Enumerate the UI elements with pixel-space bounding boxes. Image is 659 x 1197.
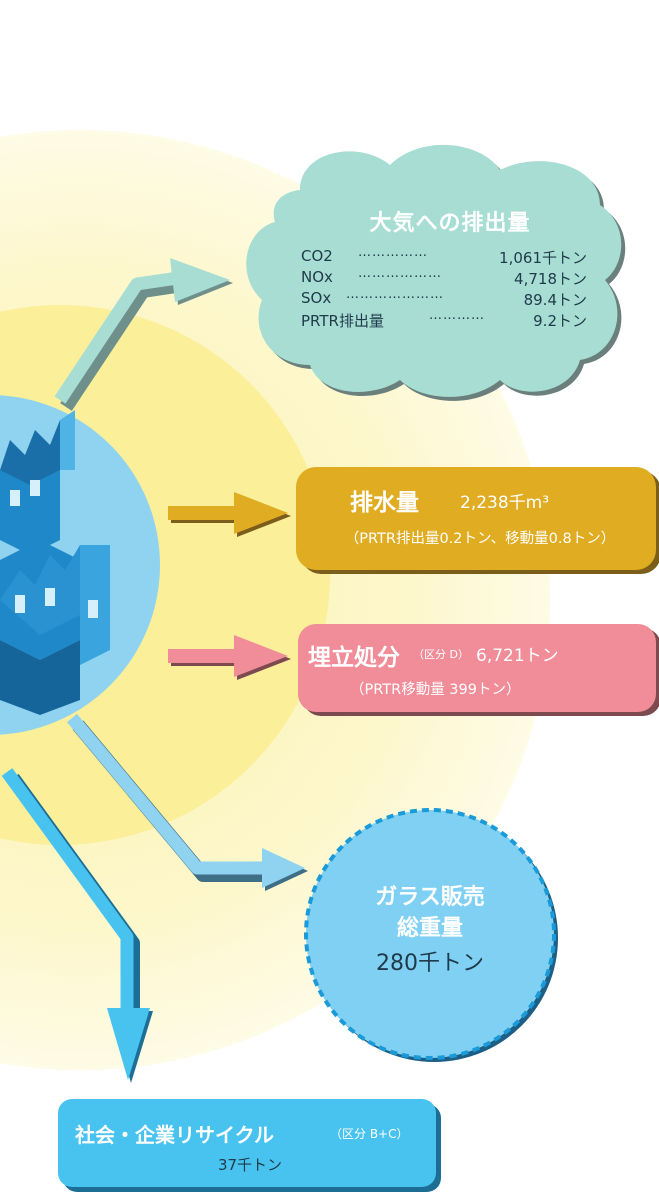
landfill-arrow <box>168 635 291 680</box>
landfill-box <box>298 624 656 712</box>
landfill-subtext: （PRTR移動量 399トン） <box>350 682 521 698</box>
recycle-category: （区分 B+C） <box>330 1127 409 1141</box>
glass-arrow <box>67 713 308 891</box>
air-row-value: 1,061千トン <box>499 249 587 267</box>
air-arrow <box>54 258 233 411</box>
water-title: 排水量 <box>350 490 419 516</box>
recycle-value: 37千トン <box>217 1156 283 1174</box>
landfill-value: 6,721トン <box>476 646 559 666</box>
air-row-value: 9.2トン <box>533 312 587 330</box>
leader-dots: …………… <box>358 245 428 260</box>
water-value: 2,238千m³ <box>460 493 550 513</box>
air-row-label: SOx <box>301 289 332 307</box>
air-row-label: PRTR排出量 <box>301 312 384 330</box>
glass-title-line2: 総重量 <box>396 916 463 941</box>
landfill-title: 埋立処分 <box>308 645 400 671</box>
water-arrow <box>168 492 291 537</box>
air-row-label: NOx <box>301 268 333 286</box>
recycle-title: 社会・企業リサイクル <box>75 1123 274 1147</box>
air-row-value: 4,718トン <box>514 270 587 288</box>
air-cloud <box>246 144 626 401</box>
leader-dots: ………………… <box>346 287 444 302</box>
air-row-label: CO2 <box>301 247 333 265</box>
leader-dots: ………… <box>429 308 485 323</box>
recycle-arrow <box>1 768 153 1083</box>
factory-icon <box>0 410 110 715</box>
glass-circle <box>304 808 556 1060</box>
air-row-value: 89.4トン <box>523 291 587 309</box>
water-subtext: （PRTR排出量0.2トン、移動量0.8トン） <box>344 531 616 547</box>
water-box <box>296 467 656 570</box>
landfill-category: （区分 D） <box>413 648 469 661</box>
glass-title-line1: ガラス販売 <box>375 885 485 910</box>
glass-value: 280千トン <box>376 951 484 976</box>
air-emissions-title: 大気への排出量 <box>369 211 531 236</box>
leader-dots: ……………… <box>358 266 442 281</box>
recycle-box <box>58 1099 436 1187</box>
